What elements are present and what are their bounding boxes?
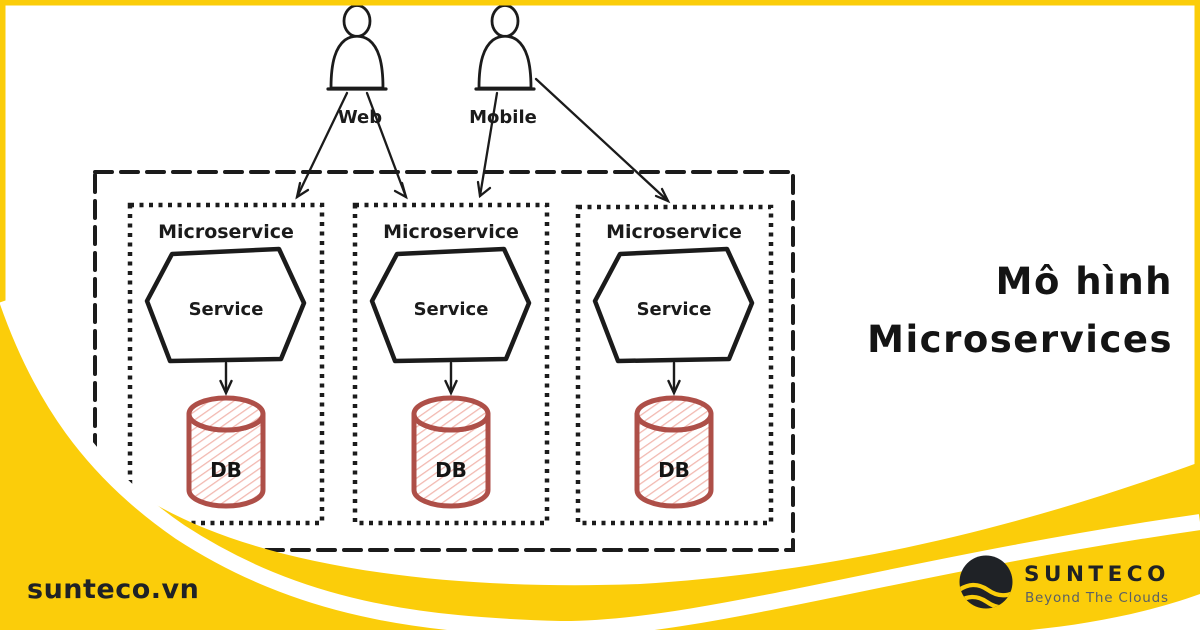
arrowhead: [476, 180, 492, 199]
service-hexagon: [144, 246, 307, 364]
microservice-title: Microservice: [158, 221, 294, 243]
db-cylinder-top: [411, 395, 491, 433]
arrowhead: [393, 181, 408, 200]
arrowhead: [444, 379, 458, 396]
db-cylinder-top: [634, 395, 714, 433]
microservices-diagram: Microservice Service DB Microservice Ser…: [93, 4, 795, 552]
service-hexagon: [369, 246, 532, 364]
microservice-title: Microservice: [606, 221, 742, 243]
website-url: sunteco.vn: [27, 574, 199, 605]
user-head: [490, 4, 520, 38]
arrow-mobile-to-ms2: [478, 91, 499, 198]
db-cylinder: DB: [634, 395, 714, 509]
service-label: Service: [414, 299, 489, 320]
bottom-wave-yellow: [0, 290, 1200, 630]
user-body: [477, 34, 533, 90]
brand-name: SUNTECO: [1024, 562, 1170, 587]
brand-tagline: Beyond The Clouds: [1025, 590, 1169, 606]
user-head: [342, 4, 372, 38]
frame-right-border: [1194, 0, 1200, 630]
microservice-title: Microservice: [383, 221, 519, 243]
bottom-right-white-wedge: [1030, 594, 1200, 630]
db-cylinder-top: [186, 395, 266, 433]
arrowhead: [667, 379, 681, 396]
db-label: DB: [658, 458, 690, 482]
arrow-web-to-ms2: [365, 91, 408, 199]
microservice-box-2: Microservice Service DB: [352, 202, 550, 526]
title-block: Mô hình Microservices: [867, 260, 1173, 361]
microservice-dotted-border: [575, 204, 774, 526]
arrowhead: [295, 181, 310, 200]
db-label: DB: [210, 458, 242, 482]
service-hexagon: [592, 246, 755, 364]
request-arrows: [295, 77, 671, 204]
db-label: DB: [435, 458, 467, 482]
web-label: Web: [338, 107, 382, 128]
page-title-line2: Microservices: [867, 318, 1173, 361]
db-cylinder: DB: [411, 395, 491, 509]
service-label: Service: [189, 299, 264, 320]
wave-white-stripe: [0, 297, 1200, 630]
user-figure-web: Web: [326, 4, 388, 128]
microservice-box-3: Microservice Service DB: [575, 204, 774, 526]
arrowhead: [654, 187, 671, 204]
arrow-web-to-ms1: [295, 91, 349, 199]
microservice-dotted-border: [352, 202, 550, 526]
arrowhead: [219, 379, 233, 396]
system-boundary-dashed-box: [93, 170, 795, 552]
frame-top-border: [0, 0, 1200, 6]
service-label: Service: [637, 299, 712, 320]
microservice-box-1: Microservice Service DB: [127, 202, 325, 526]
sunteco-logo: SUNTECO Beyond The Clouds: [959, 555, 1170, 609]
user-figure-mobile: Mobile: [469, 4, 537, 128]
arrow-mobile-to-ms3: [534, 77, 670, 203]
page-title-line1: Mô hình: [996, 260, 1173, 303]
microservice-dotted-border: [127, 202, 325, 526]
user-body: [329, 34, 385, 90]
db-cylinder: DB: [186, 395, 266, 509]
mobile-label: Mobile: [469, 107, 537, 128]
